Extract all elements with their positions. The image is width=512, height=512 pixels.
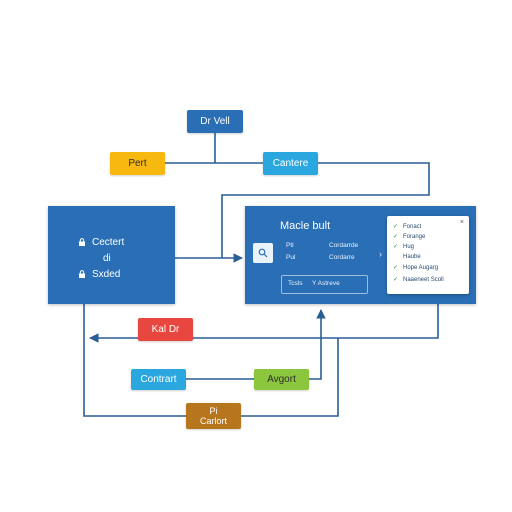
node-contrart[interactable]: Contrart xyxy=(131,369,186,390)
lock-icon xyxy=(79,270,85,278)
checklist-item[interactable]: ✓ Hug xyxy=(393,243,415,251)
check-icon: ✓ xyxy=(393,234,399,240)
checklist-item-label: Forange xyxy=(403,233,426,240)
node-label-line1: Pi xyxy=(209,406,218,416)
left-panel-label: Sxded xyxy=(92,268,121,280)
check-icon: ✓ xyxy=(393,224,399,230)
node-avgort[interactable]: Avgort xyxy=(254,369,309,390)
checklist-item-label: Naaeneet Scoll xyxy=(403,276,444,283)
node-label: Cantere xyxy=(272,158,309,169)
checklist-item[interactable]: ✓ Naaeneet Scoll xyxy=(393,276,444,284)
checklist-item-label: Hope Augarg xyxy=(403,264,439,271)
connector-main-return xyxy=(89,304,439,343)
sub-input-value: Y Astreve xyxy=(312,280,340,287)
sub-input-label: Tcsls xyxy=(288,280,303,287)
node-label-line2: Carlort xyxy=(199,416,227,426)
list-item-value[interactable]: Cordarrde xyxy=(329,242,359,249)
checklist-item[interactable]: ✓ Forange xyxy=(393,233,426,241)
checklist-item[interactable]: Haube xyxy=(393,254,421,260)
list-item-label[interactable]: Ptl xyxy=(286,242,294,249)
left-panel-row: di xyxy=(78,250,175,266)
left-panel[interactable]: Cectert di Sxded xyxy=(48,206,175,304)
node-label: Avgort xyxy=(267,374,296,385)
left-panel-row: Sxded xyxy=(78,266,175,282)
check-icon: ✓ xyxy=(393,277,399,283)
list-item-label[interactable]: Pul xyxy=(286,254,296,261)
lock-icon xyxy=(79,238,85,246)
checklist-item[interactable]: ✓ Fonact xyxy=(393,223,422,231)
checklist-item-label: Fonact xyxy=(403,223,422,230)
search-icon xyxy=(258,248,268,258)
main-panel-title: Macle bult xyxy=(280,220,331,232)
checklist-item[interactable]: ✓ Hope Augarg xyxy=(393,264,439,272)
connector-avgort-up xyxy=(309,309,326,380)
node-pert[interactable]: Pert xyxy=(110,152,165,175)
check-icon: ✓ xyxy=(393,265,399,271)
checklist-item-label: Hug xyxy=(403,243,415,250)
node-label: Kal Dr xyxy=(151,324,180,335)
connector-left-down xyxy=(83,304,186,417)
left-panel-row: Cectert xyxy=(78,234,175,250)
node-cantere[interactable]: Cantere xyxy=(263,152,318,175)
list-item-value[interactable]: Cordarre xyxy=(329,254,355,261)
search-button[interactable] xyxy=(253,243,273,263)
connector-brown-right xyxy=(241,338,339,417)
node-label: Pert xyxy=(128,158,147,169)
main-panel[interactable]: Macle bult Ptl Cordarrde Pul Cordarre Tc… xyxy=(245,206,476,304)
checklist-item-label: Haube xyxy=(403,254,421,260)
checklist-popup[interactable]: × ✓ Fonact ✓ Forange ✓ Hug Haube ✓ Hope Auga… xyxy=(387,216,469,294)
connector-cantere-right xyxy=(221,162,430,258)
left-panel-label: Cectert xyxy=(92,236,125,248)
left-panel-label: di xyxy=(103,252,111,264)
close-icon[interactable]: × xyxy=(459,219,464,226)
node-kal-dr[interactable]: Kal Dr xyxy=(138,318,193,341)
node-carlort[interactable]: Pi Carlort xyxy=(186,403,241,429)
node-dr-vell[interactable]: Dr Vell xyxy=(187,110,243,133)
chevron-right-icon[interactable]: › xyxy=(379,249,382,259)
sub-input[interactable]: Tcsls Y Astreve xyxy=(281,275,368,294)
node-label: Dr Vell xyxy=(200,116,230,127)
check-icon: ✓ xyxy=(393,244,399,250)
node-label: Contrart xyxy=(140,374,177,385)
